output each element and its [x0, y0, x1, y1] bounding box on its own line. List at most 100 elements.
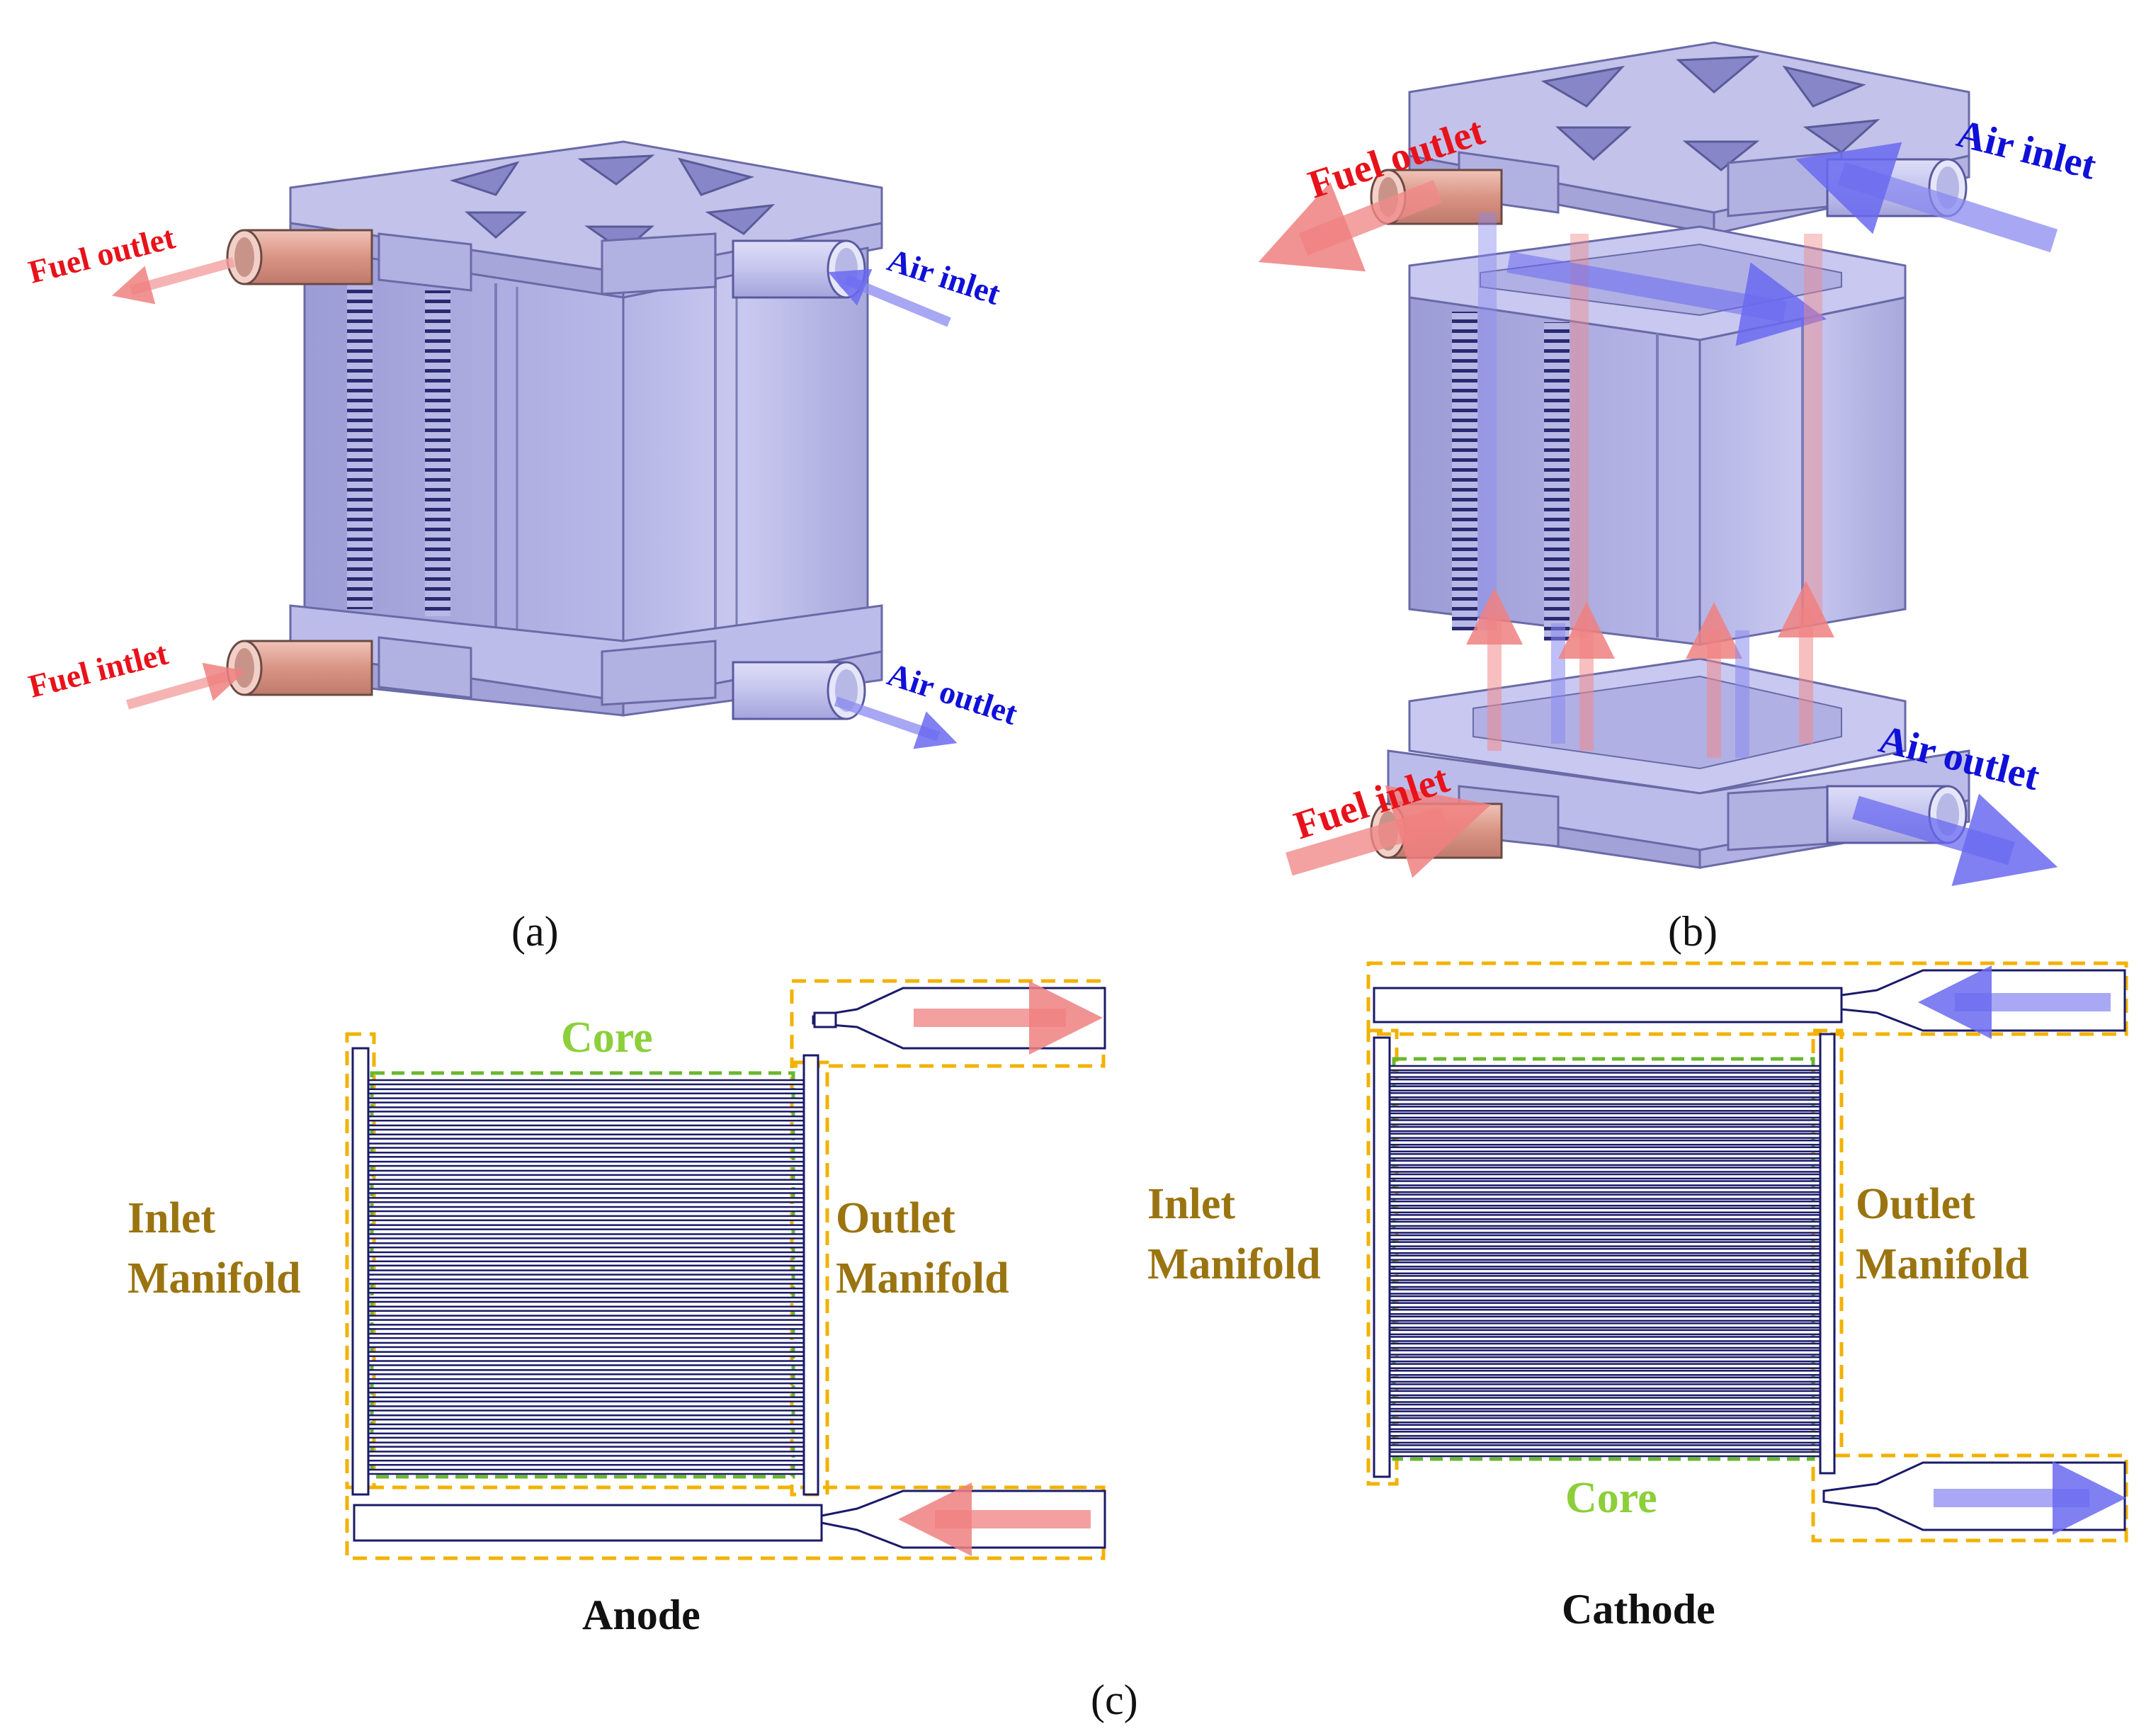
panel-label-a: (a): [511, 908, 559, 955]
flow-channel: [1380, 1106, 1832, 1112]
anode-title: Anode: [582, 1592, 700, 1638]
b-air-inlet-arrow: [1795, 142, 2058, 253]
cathode-outlet-label-2: Manifold: [1856, 1240, 2029, 1288]
flow-channel: [1380, 1342, 1832, 1349]
flow-channel: [1380, 1180, 1832, 1186]
flow-channel: [356, 1296, 816, 1303]
flow-channel: [1380, 1133, 1832, 1139]
flow-channel: [1380, 1336, 1832, 1342]
flow-channel: [356, 1432, 816, 1439]
flow-channel: [356, 1097, 816, 1104]
anode-core-label: Core: [561, 1014, 653, 1062]
flow-channel: [1380, 1451, 1832, 1458]
cathode-top-manifold-box: [1366, 961, 2128, 1036]
flow-channel: [356, 1224, 816, 1230]
air-outlet-arrow: [834, 696, 958, 749]
flow-channel: [1380, 1247, 1832, 1254]
panel-a-pipes: [226, 229, 866, 720]
flow-channel: [356, 1133, 816, 1140]
flow-channel: [356, 1341, 816, 1349]
flow-channel: [1380, 1295, 1832, 1302]
flow-channel: [1380, 1085, 1832, 1091]
flow-channel: [1380, 1437, 1832, 1444]
panel-b-flow-arrows: [1258, 142, 2058, 886]
cathode-core-label: Core: [1565, 1474, 1657, 1522]
b-air-inlet-label: Air inlet: [1953, 111, 2101, 188]
flow-channel: [356, 1088, 816, 1095]
anode-outlet-label-2: Manifold: [836, 1254, 1009, 1303]
flow-channel: [356, 1441, 816, 1448]
flow-channel: [356, 1405, 816, 1412]
flow-channel: [1380, 1186, 1832, 1193]
flow-channel: [356, 1369, 816, 1375]
flow-channel: [356, 1451, 816, 1457]
flow-channel: [356, 1169, 816, 1176]
flow-channel: [356, 1106, 816, 1113]
flow-channel: [1380, 1207, 1832, 1214]
flow-channel: [1380, 1234, 1832, 1241]
cathode-inlet-label-2: Manifold: [1147, 1240, 1321, 1288]
flow-channel: [1380, 1146, 1832, 1152]
flow-channel: [356, 1179, 816, 1185]
flow-channel: [1380, 1308, 1832, 1315]
flow-channel: [1380, 1275, 1832, 1281]
panel-label-b: (b): [1668, 908, 1718, 955]
fuel-outlet-arrow: [112, 257, 235, 305]
flow-channel: [356, 1305, 816, 1312]
flow-channel: [1380, 1220, 1832, 1227]
flow-channel: [356, 1315, 816, 1321]
flow-channel: [356, 1396, 816, 1402]
flow-channel: [356, 1079, 816, 1086]
flow-channel: [356, 1278, 816, 1285]
flow-channel: [1380, 1329, 1832, 1336]
cathode-bottom-outlet-box: [1811, 1453, 2128, 1543]
flow-channel: [356, 1414, 816, 1421]
flow-channel: [1380, 1424, 1832, 1431]
flow-channel: [356, 1459, 816, 1466]
flow-channel: [1380, 1227, 1832, 1234]
flow-channel: [1380, 1281, 1832, 1288]
fuel-inlet-arrow: [126, 662, 246, 710]
air-inlet-arrow: [828, 268, 951, 327]
flow-channel: [1380, 1159, 1832, 1167]
flow-channel: [1380, 1099, 1832, 1106]
flow-channel: [1380, 1431, 1832, 1437]
anode-inlet-label-1: Inlet: [127, 1194, 215, 1242]
cathode-outlet-label-1: Outlet: [1856, 1180, 1975, 1228]
flow-channel: [356, 1197, 816, 1203]
flow-channel: [1380, 1356, 1832, 1363]
flow-channel: [356, 1360, 816, 1366]
flow-channel: [1380, 1193, 1832, 1200]
flow-channel: [1380, 1268, 1832, 1275]
anode-outlet-label-1: Outlet: [836, 1194, 955, 1242]
flow-channel: [356, 1378, 816, 1385]
flow-channel: [356, 1188, 816, 1194]
flow-channel: [1380, 1173, 1832, 1180]
flow-channel: [356, 1260, 816, 1267]
flow-channel: [356, 1468, 816, 1475]
flow-channel: [1380, 1383, 1832, 1390]
flow-channel: [356, 1251, 816, 1258]
panel-label-c: (c): [1091, 1677, 1138, 1723]
flow-channel: [1380, 1241, 1832, 1247]
b-fuel-outlet-arrow: [1258, 180, 1443, 272]
flow-channel: [1380, 1200, 1832, 1207]
cathode-inlet-label-1: Inlet: [1147, 1180, 1235, 1228]
flow-channel: [356, 1115, 816, 1122]
flow-channel: [1380, 1112, 1832, 1119]
flow-channel: [356, 1205, 816, 1213]
cathode-channels: [1380, 1065, 1832, 1458]
panel-a-stack: [289, 140, 883, 717]
flow-channel: [1380, 1322, 1832, 1329]
flow-channel: [1380, 1078, 1832, 1085]
flow-channel: [1380, 1417, 1832, 1424]
flow-channel: [356, 1287, 816, 1294]
anode-channels: [356, 1079, 816, 1475]
anode-inlet-label-2: Manifold: [127, 1254, 301, 1303]
flow-channel: [1380, 1444, 1832, 1451]
flow-channel: [1380, 1363, 1832, 1369]
flow-channel: [1380, 1072, 1832, 1078]
flow-channel: [1380, 1288, 1832, 1295]
flow-channel: [356, 1160, 816, 1167]
